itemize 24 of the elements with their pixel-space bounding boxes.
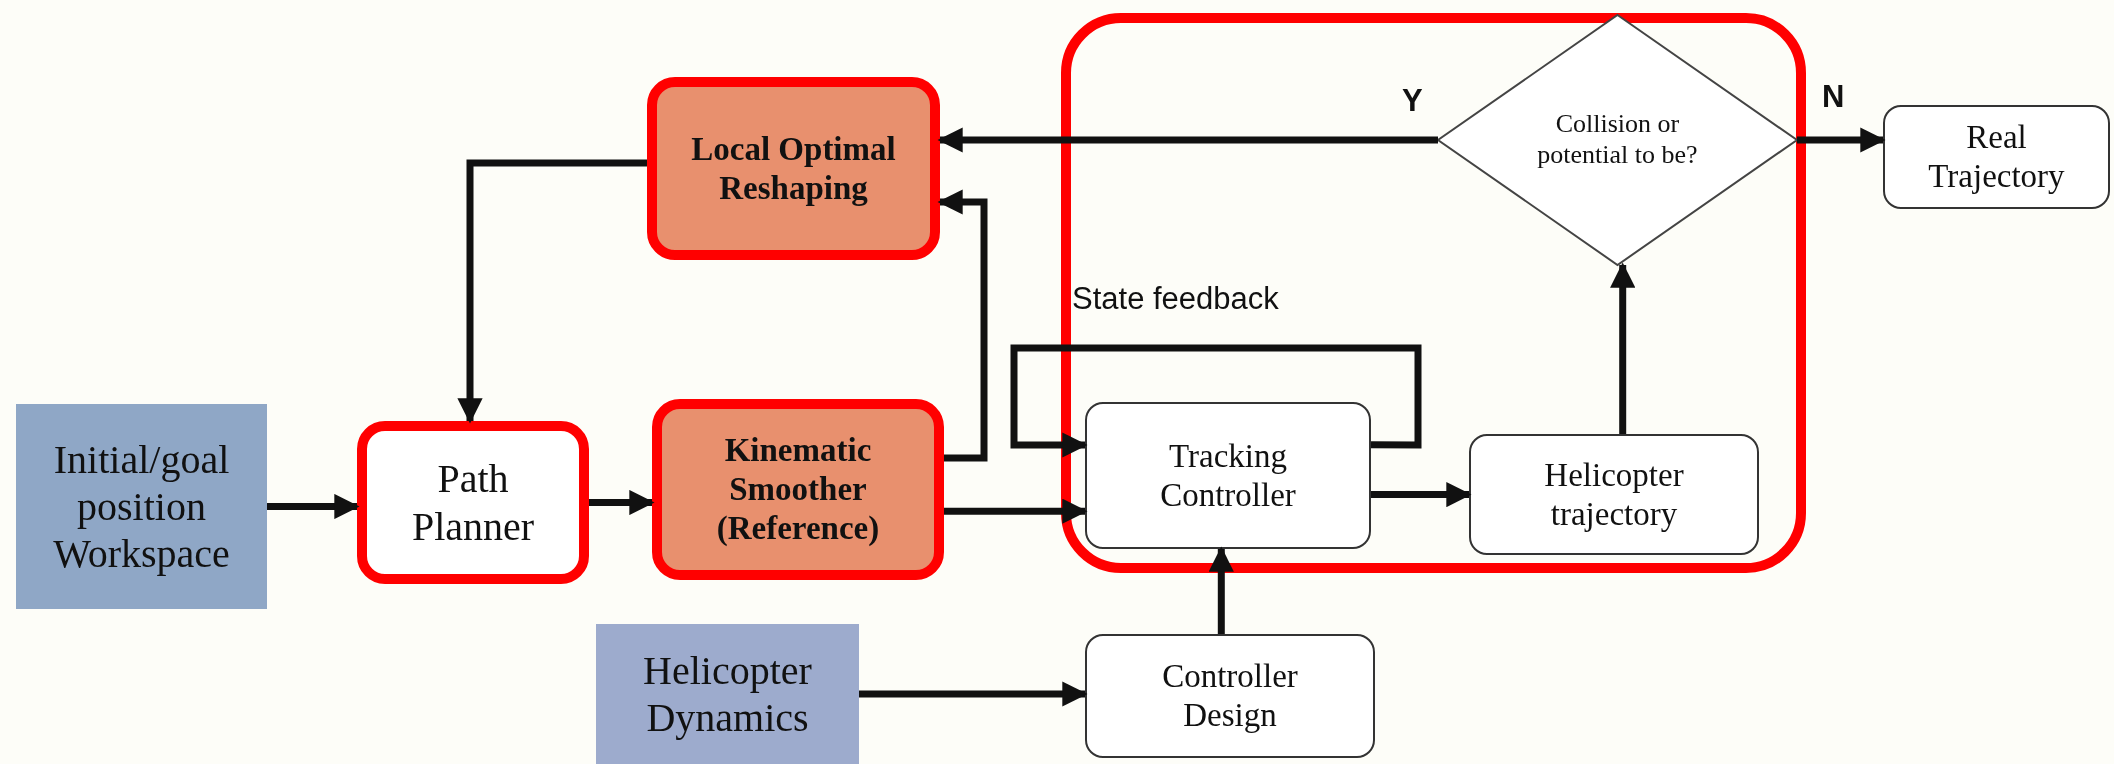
box-label: Real Trajectory — [1927, 118, 2066, 196]
box-label: Collision or potential to be? — [1536, 109, 1699, 171]
box-label: Controller Design — [1161, 657, 1299, 735]
process-box — [1085, 634, 1375, 758]
group-outline — [1061, 13, 1806, 573]
process-box — [1469, 434, 1759, 555]
process-box — [1085, 402, 1371, 549]
box-label: Initial/goal position Workspace — [52, 435, 231, 578]
box-label: Kinematic Smoother (Reference) — [715, 431, 881, 548]
box-label: Tracking Controller — [1159, 436, 1297, 515]
box-label: Helicopter trajectory — [1543, 455, 1685, 534]
process-box — [357, 421, 589, 584]
input-box — [16, 404, 267, 609]
box-label: Helicopter Dynamics — [642, 646, 813, 742]
process-box — [647, 77, 940, 260]
input-box — [596, 624, 859, 764]
process-box — [1883, 105, 2110, 209]
arrow — [1610, 262, 1636, 434]
box-label: Local Optimal Reshaping — [690, 129, 897, 208]
arrow — [1208, 546, 1234, 634]
process-box — [652, 399, 944, 580]
box-label: Path Planner — [410, 455, 536, 550]
arrow — [1010, 344, 1422, 458]
arrow — [457, 159, 647, 424]
